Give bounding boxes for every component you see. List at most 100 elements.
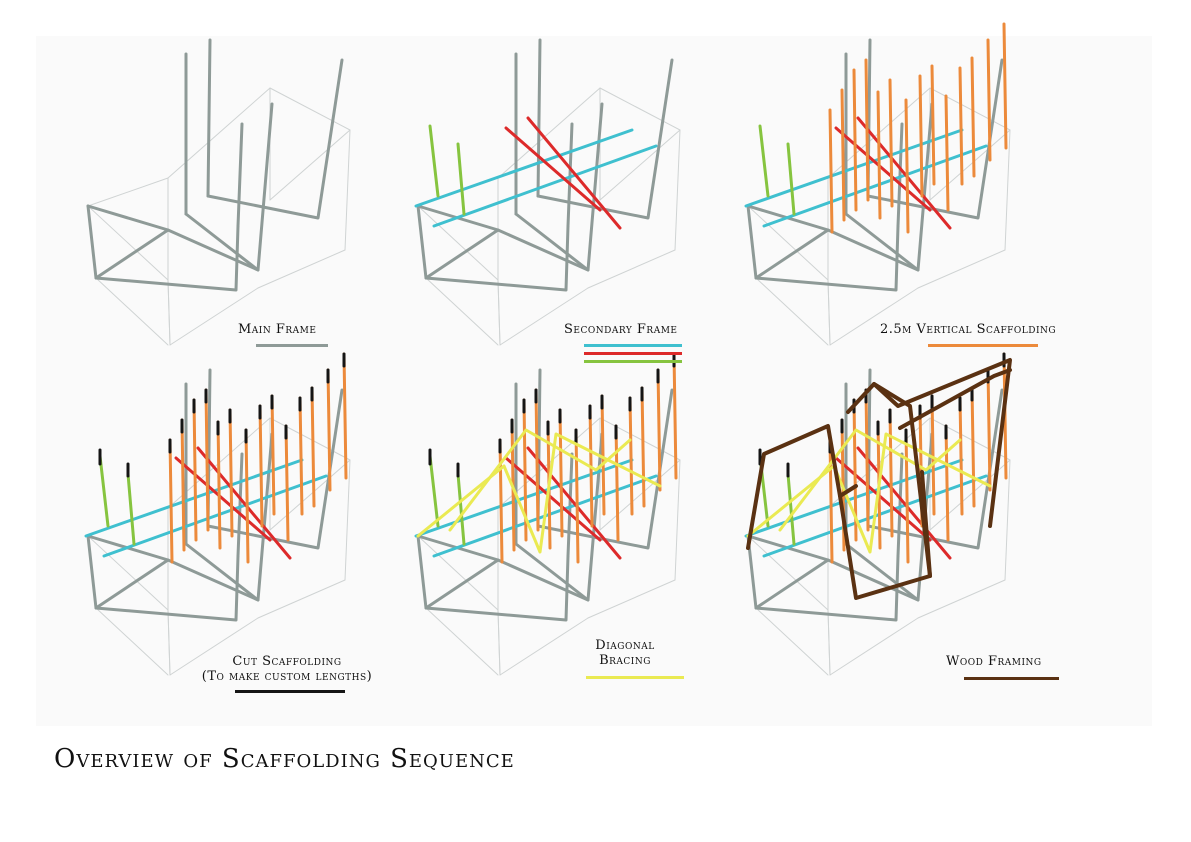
main-frame-member: [514, 542, 590, 602]
outline-edge: [755, 607, 829, 676]
diagram-background: [36, 36, 1152, 726]
red-transom: [504, 456, 602, 542]
outline-edge: [167, 609, 171, 676]
main-frame-post: [896, 122, 904, 228]
orange-vertical-scaffold: [840, 88, 846, 222]
orange-vertical-scaffold: [656, 368, 662, 492]
main-frame-member: [86, 534, 240, 622]
red-transom: [526, 446, 622, 560]
orange-vertical-scaffold: [970, 386, 976, 508]
outline-edge: [257, 579, 346, 619]
cyan-ledger: [414, 128, 634, 208]
orange-vertical-scaffold: [864, 58, 870, 202]
caption-secondary-frame: Secondary Frame: [564, 322, 678, 337]
outline-edge: [829, 287, 919, 346]
main-frame-member: [86, 204, 170, 232]
outline-edge: [269, 417, 351, 461]
main-frame-post: [566, 452, 574, 558]
caption-vertical-scaffolding: 2.5m Vertical Scaffolding: [880, 322, 1057, 337]
outline-edge: [257, 249, 346, 289]
orange-vertical-scaffold: [864, 388, 870, 532]
orange-vertical-scaffold: [904, 428, 910, 564]
orange-vertical-scaffold: [918, 74, 924, 198]
orange-vertical-scaffold: [876, 90, 882, 220]
red-transom: [504, 126, 602, 212]
outline-edge: [87, 205, 169, 281]
orange-vertical-scaffold: [216, 420, 222, 550]
cyan-ledger: [432, 144, 658, 228]
main-frame-member: [536, 388, 674, 550]
outline-edge: [917, 249, 1006, 289]
wood-frame-member: [746, 424, 858, 550]
outline-edge: [599, 129, 681, 201]
outline-edge: [917, 579, 1006, 619]
cyan-ledger: [762, 144, 988, 228]
orange-vertical-scaffold: [1002, 22, 1008, 150]
legend-secondary-green-line: [584, 360, 682, 363]
orange-vertical-scaffold: [558, 408, 564, 538]
outline-edge: [87, 535, 169, 611]
diagonal-brace: [778, 428, 962, 532]
orange-vertical-scaffold: [310, 386, 316, 508]
legend-diagonal-bracing-line: [586, 676, 684, 679]
orange-vertical-scaffold: [958, 396, 964, 516]
outline-edge: [674, 129, 681, 251]
orange-vertical-scaffold: [888, 408, 894, 538]
orange-vertical-scaffold: [944, 424, 950, 542]
outline-edge: [95, 607, 169, 676]
green-post: [456, 472, 466, 546]
caption-wood-framing: Wood Framing: [946, 654, 1042, 669]
outline-edge: [827, 609, 831, 676]
main-frame-member: [416, 534, 570, 622]
legend-secondary-cyan-line: [584, 344, 682, 347]
outline-edge: [499, 287, 589, 346]
wood-frame-member: [898, 368, 1012, 430]
outline-edge: [167, 279, 171, 346]
caption-cut-scaffolding: Cut Scaffolding (To make custom lengths): [196, 654, 378, 684]
main-frame-post: [536, 38, 542, 198]
orange-vertical-scaffold: [228, 408, 234, 538]
orange-vertical-scaffold: [326, 368, 332, 492]
orange-vertical-scaffold: [192, 398, 198, 542]
outline-edge: [269, 87, 351, 131]
outline-edge: [269, 129, 351, 201]
red-transom: [856, 446, 952, 560]
main-frame-member: [424, 432, 604, 610]
outline-edge: [747, 205, 829, 281]
orange-vertical-scaffold: [614, 424, 620, 542]
green-post: [98, 454, 110, 528]
orange-vertical-scaffold: [628, 396, 634, 516]
outline-edge: [674, 459, 681, 581]
main-frame-post: [206, 38, 212, 198]
orange-vertical-scaffold: [284, 424, 290, 542]
orange-vertical-scaffold: [672, 352, 678, 480]
main-frame-post: [896, 452, 904, 558]
outline-edge: [599, 459, 681, 531]
orange-vertical-scaffold: [930, 394, 936, 516]
main-frame-member: [184, 212, 260, 272]
outline-edge: [497, 279, 501, 346]
main-frame-post: [236, 452, 244, 558]
outline-edge: [344, 459, 351, 581]
outline-edge: [425, 277, 499, 346]
diagonal-brace: [448, 428, 632, 532]
outline-edge: [599, 87, 681, 131]
orange-vertical-scaffold: [986, 38, 992, 162]
caption-diagonal-bracing-line1: Diagonal: [595, 638, 655, 653]
main-frame-member: [844, 212, 920, 272]
main-frame-member: [746, 534, 900, 622]
green-post: [456, 142, 466, 216]
orange-vertical-scaffold: [534, 388, 540, 532]
outline-edge: [269, 459, 351, 531]
orange-vertical-scaffold: [640, 386, 646, 508]
main-frame-member: [866, 58, 1004, 220]
caption-cut-scaffolding-line2: (To make custom lengths): [201, 669, 373, 684]
outline-edge: [929, 129, 1011, 201]
main-frame-member: [94, 102, 274, 280]
outline-edge: [1004, 129, 1011, 251]
orange-vertical-scaffold: [970, 56, 976, 178]
wood-frame-member: [872, 358, 1012, 528]
main-frame-member: [206, 388, 344, 550]
wood-frame-member: [846, 382, 932, 578]
outline-edge: [344, 129, 351, 251]
